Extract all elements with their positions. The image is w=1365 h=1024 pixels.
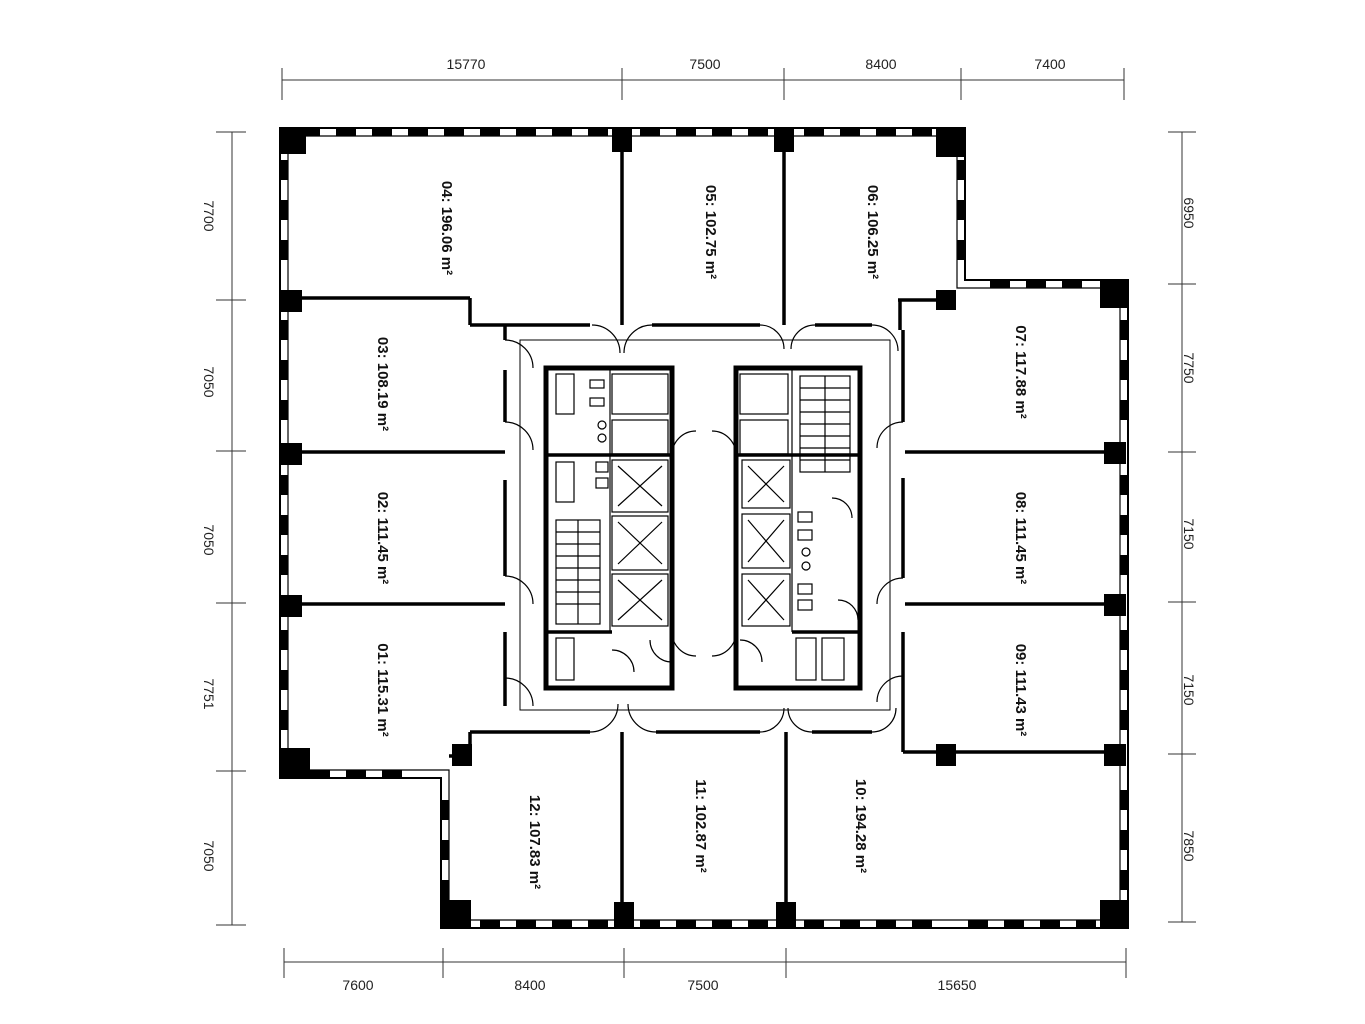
unit-doors (504, 324, 904, 733)
unit-label-11: 11: 102.87 m² (692, 779, 709, 872)
unit-label-08: 08: 111.45 m² (1012, 492, 1029, 585)
unit-label-05: 05: 102.75 m² (702, 185, 719, 279)
unit-labels: 04: 196.06 m² 05: 102.75 m² 06: 106.25 m² 0… (374, 181, 1029, 889)
corridor (519, 339, 891, 711)
dim-left-5: 7050 (201, 840, 217, 871)
unit-label-04: 04: 196.06 m² (438, 181, 455, 275)
dim-bottom-1: 7600 (342, 977, 373, 993)
dim-right-4: 7150 (1181, 674, 1197, 705)
unit-label-01: 01: 115.31 m² (374, 643, 391, 736)
unit-label-02: 02: 111.45 m² (374, 492, 391, 585)
unit-label-07: 07: 117.88 m² (1012, 325, 1029, 418)
dim-top-4: 7400 (1034, 56, 1065, 72)
unit-label-09: 09: 111.43 m² (1012, 644, 1029, 737)
dim-left-4: 7751 (201, 678, 217, 709)
dim-left-3: 7050 (201, 524, 217, 555)
dim-bottom-3: 7500 (687, 977, 718, 993)
dim-top-2: 7500 (689, 56, 720, 72)
dim-bottom-4: 15650 (938, 977, 977, 993)
lobby-doors (671, 430, 737, 657)
dimension-lines (216, 68, 1196, 978)
core-right (733, 365, 863, 691)
dim-right-1: 6950 (1181, 197, 1197, 228)
dim-top-1: 15770 (447, 56, 486, 72)
dim-left-2: 7050 (201, 366, 217, 397)
dim-right-2: 7750 (1181, 352, 1197, 383)
facade-panels (280, 128, 1128, 928)
dim-top-3: 8400 (865, 56, 896, 72)
unit-label-03: 03: 108.19 m² (374, 337, 391, 431)
unit-label-10: 10: 194.28 m² (852, 779, 869, 873)
partition-walls (288, 136, 1120, 920)
unit-label-12: 12: 107.83 m² (526, 795, 543, 889)
dimension-labels: 15770 7500 8400 7400 7600 8400 7500 1565… (201, 56, 1197, 993)
core-left (543, 365, 675, 691)
dim-right-3: 7150 (1181, 518, 1197, 549)
unit-label-06: 06: 106.25 m² (864, 185, 881, 279)
dim-bottom-2: 8400 (514, 977, 545, 993)
dim-right-5: 7850 (1181, 830, 1197, 861)
dim-left-1: 7700 (201, 200, 217, 231)
